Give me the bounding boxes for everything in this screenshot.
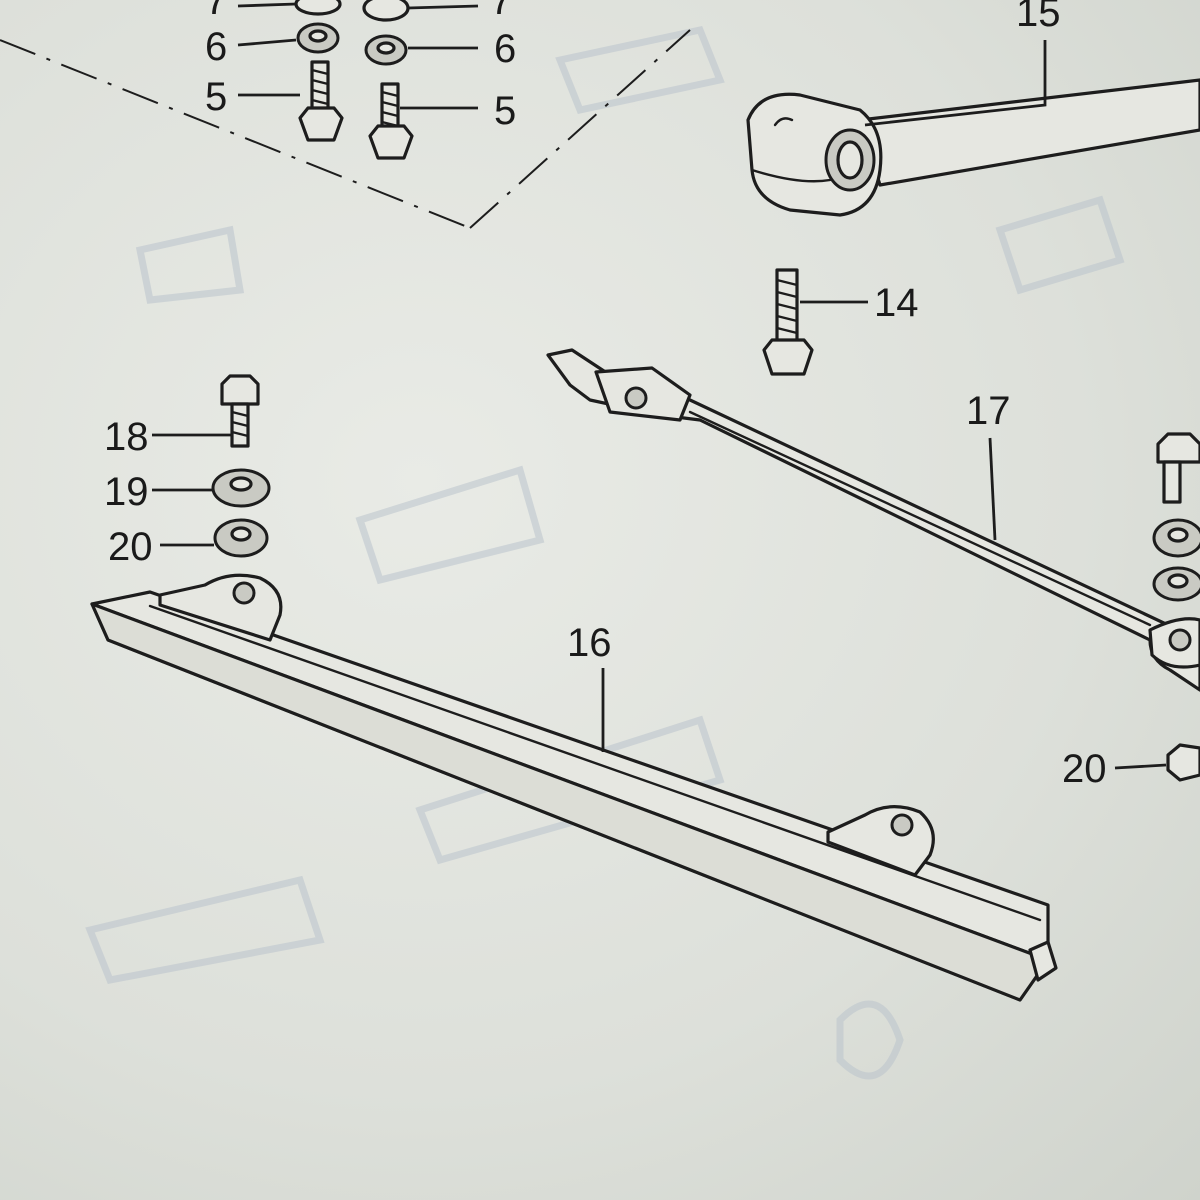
- callout-labels: 7 7 6 6 5 5 15 14 17 16 18 19 20 20: [104, 0, 1107, 791]
- washer-19: [211, 468, 271, 508]
- guide-17: [546, 348, 1200, 692]
- rail-16: [90, 573, 1058, 1002]
- bolt-5-right: [368, 82, 414, 160]
- section-line-right: [469, 29, 691, 229]
- upper-left-hardware: [294, 0, 414, 160]
- callout-5-left: 5: [205, 75, 227, 119]
- left-hardware: [211, 374, 271, 558]
- section-line-left: [0, 39, 471, 229]
- callout-19: 19: [104, 470, 149, 514]
- callout-16: 16: [567, 621, 612, 665]
- bolt-5-left: [298, 60, 344, 142]
- bolt-18: [220, 374, 260, 448]
- arm-15: [746, 78, 1200, 217]
- callout-17: 17: [966, 389, 1011, 433]
- right-hardware: [1152, 432, 1200, 782]
- washer-20-left: [213, 518, 269, 558]
- leader-lines: [152, 2, 1167, 770]
- bolt-14: [762, 268, 814, 376]
- callout-20-left: 20: [108, 525, 153, 569]
- callout-5-right: 5: [494, 89, 516, 133]
- callout-6-right: 6: [494, 27, 516, 71]
- callout-14: 14: [874, 281, 919, 325]
- callout-7-right: 7: [490, 0, 512, 23]
- callout-20-right: 20: [1062, 747, 1107, 791]
- callout-7-left: 7: [205, 0, 227, 23]
- callout-18: 18: [104, 415, 149, 459]
- callout-6-left: 6: [205, 25, 227, 69]
- washer-7-right: [362, 0, 410, 22]
- washer-7-left: [294, 0, 342, 16]
- callout-15: 15: [1016, 0, 1061, 35]
